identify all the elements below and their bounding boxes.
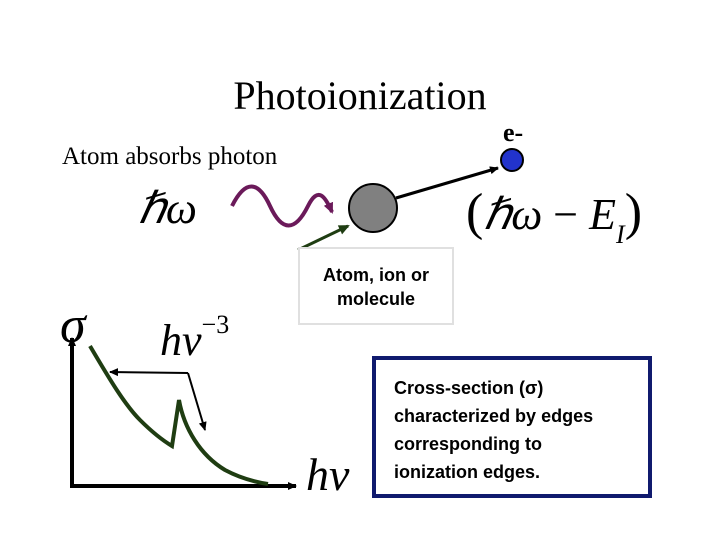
trend-arrow-left <box>110 372 188 373</box>
h-symbol: h <box>160 316 182 365</box>
h-nu-axis-label: hν <box>306 448 349 501</box>
trend-arrow-right <box>188 373 205 430</box>
cross-section-line: corresponding to <box>394 430 648 458</box>
sigma-axis-label: σ <box>60 296 86 355</box>
cross-section-curve <box>90 346 268 484</box>
atom-callout-box: Atom, ion or molecule <box>298 247 454 325</box>
atom-callout-line: molecule <box>300 287 452 311</box>
cross-section-line: Cross-section (σ) <box>394 374 648 402</box>
h-nu-power-label: hν−3 <box>160 310 229 366</box>
electron-trajectory-arrow <box>396 168 498 198</box>
h-symbol: h <box>306 449 329 500</box>
photon-wave <box>232 187 332 226</box>
atom-circle <box>349 184 397 232</box>
nu-symbol: ν <box>182 316 202 365</box>
cross-section-line: characterized by edges <box>394 402 648 430</box>
cross-section-line: ionization edges. <box>394 458 648 486</box>
exponent: −3 <box>202 310 230 339</box>
nu-symbol: ν <box>329 449 349 500</box>
electron-circle <box>501 149 523 171</box>
atom-callout-line: Atom, ion or <box>300 263 452 287</box>
cross-section-callout-box: Cross-section (σ) characterized by edges… <box>372 356 652 498</box>
